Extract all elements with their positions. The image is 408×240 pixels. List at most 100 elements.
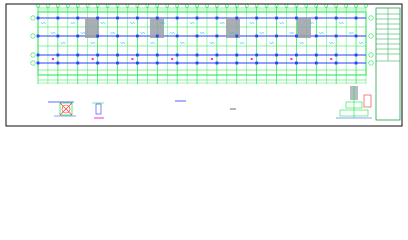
- rebar-mark: [179, 41, 185, 45]
- rebar-mark: [309, 21, 315, 25]
- column: [76, 53, 80, 57]
- floor-plan-svg: [5, 3, 403, 127]
- column: [56, 53, 60, 57]
- column: [195, 61, 199, 65]
- rebar-mark: [259, 31, 265, 35]
- axis-bubble-top: [95, 4, 100, 8]
- column: [175, 61, 179, 65]
- column: [56, 16, 60, 20]
- column: [116, 34, 119, 38]
- rebar-mark: [329, 41, 334, 45]
- rebar-annotations: [40, 21, 364, 60]
- column: [354, 61, 358, 65]
- column: [135, 34, 139, 38]
- rebar-mark: [140, 31, 146, 35]
- left-axis-bubbles: [30, 15, 374, 66]
- axis-bubble-top: [165, 4, 170, 8]
- column: [334, 53, 338, 57]
- axis-bubble-top: [324, 4, 329, 8]
- column: [36, 16, 40, 20]
- column: [116, 16, 119, 20]
- cad-drawing-sheet: [5, 3, 403, 127]
- axis-bubble-top: [215, 4, 219, 8]
- column: [235, 16, 239, 20]
- axis-bubble-top: [85, 4, 90, 8]
- axis-bubble-top: [234, 4, 239, 8]
- highlight-mark: [51, 58, 54, 60]
- column: [36, 34, 40, 38]
- rebar-mark: [90, 41, 96, 45]
- column: [334, 61, 338, 65]
- column: [96, 34, 100, 38]
- column: [116, 61, 119, 65]
- rebar-mark: [289, 31, 295, 35]
- rebar-mark: [40, 21, 46, 25]
- axis-bubble-top: [65, 4, 70, 8]
- title-block: [375, 7, 401, 121]
- column: [96, 16, 100, 20]
- column: [235, 53, 239, 57]
- axis-bubble-top: [115, 4, 120, 8]
- column: [314, 53, 318, 57]
- rebar-mark: [80, 31, 86, 35]
- detail-section-3: [336, 86, 372, 119]
- column: [275, 34, 278, 38]
- column: [275, 61, 278, 65]
- axis-bubble-top: [244, 4, 249, 8]
- axis-bubble-top: [75, 4, 80, 8]
- column: [354, 16, 358, 20]
- axis-bubble-top: [56, 4, 60, 8]
- rebar-mark: [189, 21, 195, 25]
- axis-bubble-top: [135, 4, 140, 8]
- axis-bubble-top: [175, 4, 180, 8]
- rebar-mark: [249, 21, 255, 25]
- axis-bubble-top: [145, 4, 150, 8]
- rebar-mark: [120, 41, 126, 45]
- axis-bubble-top: [354, 4, 358, 8]
- column: [275, 16, 278, 20]
- rebar-mark: [348, 31, 354, 35]
- axis-bubble-top: [46, 4, 50, 8]
- axis-bubble-top: [36, 4, 40, 8]
- rebar-mark: [338, 21, 344, 25]
- rebar-mark: [299, 41, 305, 45]
- highlight-mark: [330, 58, 333, 60]
- column: [56, 34, 60, 38]
- column: [76, 34, 80, 38]
- axis-bubble-top: [205, 4, 209, 8]
- axis-bubble-top: [195, 4, 199, 8]
- axis-bubble-top: [334, 4, 339, 8]
- rebar-mark: [319, 31, 324, 35]
- column: [295, 61, 298, 65]
- column: [314, 61, 318, 65]
- column: [255, 61, 259, 65]
- axis-bubble-top: [105, 4, 110, 8]
- column: [314, 16, 318, 20]
- rebar-mark: [150, 41, 156, 45]
- rebar-mark: [279, 21, 285, 25]
- column: [215, 16, 219, 20]
- detail-section-2: [92, 102, 104, 119]
- axis-bubble-top: [304, 4, 309, 8]
- column: [175, 53, 179, 57]
- column: [334, 34, 338, 38]
- column: [295, 53, 298, 57]
- column: [215, 34, 219, 38]
- column: [135, 16, 139, 20]
- highlight-mark: [210, 58, 213, 60]
- axis-bubble-top: [155, 4, 160, 8]
- highlight-mark: [91, 58, 94, 60]
- column: [275, 53, 278, 57]
- column: [155, 16, 159, 20]
- column: [36, 61, 40, 65]
- axis-bubble-top: [274, 4, 279, 8]
- column: [295, 34, 298, 38]
- highlight-mark: [290, 58, 293, 60]
- highlight-mark: [171, 58, 174, 60]
- rebar-mark: [239, 41, 245, 45]
- axis-bubble-top: [254, 4, 259, 8]
- rebar-mark: [100, 21, 106, 25]
- grid-axes-vertical: [36, 4, 368, 84]
- column: [354, 53, 358, 57]
- column: [76, 61, 80, 65]
